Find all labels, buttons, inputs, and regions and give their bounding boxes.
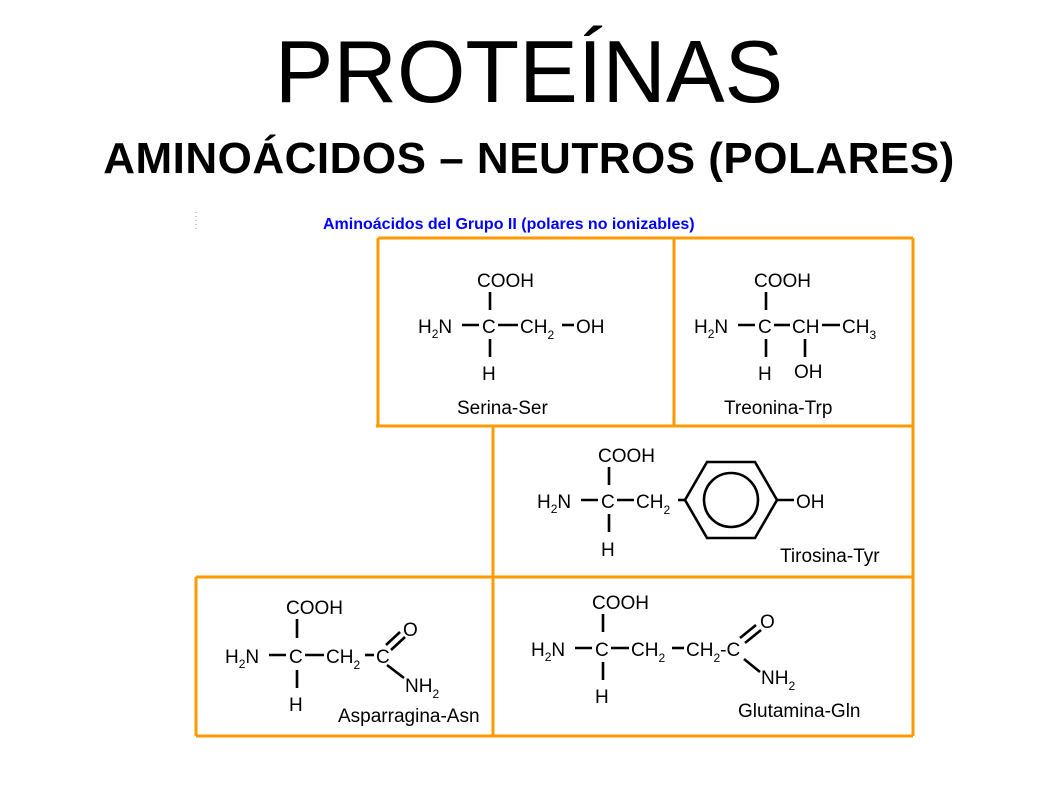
tirosina-cooh: COOH <box>598 446 655 467</box>
serina-cooh: COOH <box>477 271 534 292</box>
glutamina-alpha-carbon: C <box>595 640 609 661</box>
asparragina-h: H <box>289 695 303 716</box>
tirosina-label: Tirosina-Tyr <box>780 546 880 567</box>
page-subtitle: AMINOÁCIDOS – NEUTROS (POLARES) <box>103 134 955 183</box>
treonina-cooh: COOH <box>754 271 811 292</box>
glutamina-nh2: NH2 <box>761 668 795 693</box>
treonina-h: H <box>758 364 772 385</box>
serina-amine: H2N <box>418 317 452 341</box>
treonina-oh: OH <box>794 362 823 383</box>
serina-oh: OH <box>576 317 605 338</box>
glutamina-label: Glutamina-Gln <box>738 701 861 722</box>
grid-frame <box>194 236 915 738</box>
treonina-label: Treonina-Trp <box>724 398 832 419</box>
tirosina-h: H <box>601 540 615 561</box>
benzene-aromatic-circle <box>702 471 760 529</box>
glutamina-o: O <box>760 612 775 633</box>
tirosina-alpha-carbon: C <box>601 492 615 513</box>
tirosina-ch2: CH2 <box>636 492 670 517</box>
asparragina-cooh: COOH <box>286 598 343 619</box>
asparragina-label: Asparragina-Asn <box>338 706 480 727</box>
treonina-alpha-carbon: C <box>758 317 772 338</box>
asparragina-alpha-carbon: C <box>289 647 303 668</box>
asparragina-carbonyl-carbon: C <box>376 647 390 668</box>
molecule-serina: COOH H2N C CH2 OH H Serina-Ser <box>418 271 605 419</box>
molecule-treonina: COOH H2N C CH CH3 H OH Treonina-Trp <box>694 271 876 419</box>
serina-label: Serina-Ser <box>457 398 548 419</box>
serina-alpha-carbon: C <box>482 317 496 338</box>
tirosina-oh: OH <box>796 492 825 513</box>
molecule-tirosina: COOH H2N C CH2 OH H Tirosina-Tyr <box>537 446 880 567</box>
asparragina-o: O <box>403 620 418 641</box>
treonina-ch3: CH3 <box>842 317 876 342</box>
glutamina-ch2-b: CH2-C <box>686 640 740 665</box>
panel-heading: Aminoácidos del Grupo II (polares no ion… <box>323 216 695 233</box>
page-title: PROTEÍNAS <box>274 22 784 121</box>
asparragina-nh2: NH2 <box>405 676 439 701</box>
asparragina-ch2: CH2 <box>326 647 360 672</box>
glutamina-amine: H2N <box>531 640 565 664</box>
molecule-glutamina: COOH H2N C CH2 CH2-C O NH2 H Glutamina-G… <box>531 593 861 722</box>
serina-h: H <box>482 364 496 385</box>
tirosina-amine: H2N <box>537 492 571 516</box>
molecule-asparragina: COOH H2N C CH2 C O NH2 H Asparragina-Asn <box>225 598 480 727</box>
glutamina-ch2-a: CH2 <box>631 640 665 665</box>
glutamina-cooh: COOH <box>592 593 649 614</box>
asparragina-amine: H2N <box>225 647 259 671</box>
treonina-ch: CH <box>792 317 819 338</box>
treonina-amine: H2N <box>694 317 728 341</box>
glutamina-h: H <box>595 687 609 708</box>
serina-ch2: CH2 <box>520 317 554 342</box>
